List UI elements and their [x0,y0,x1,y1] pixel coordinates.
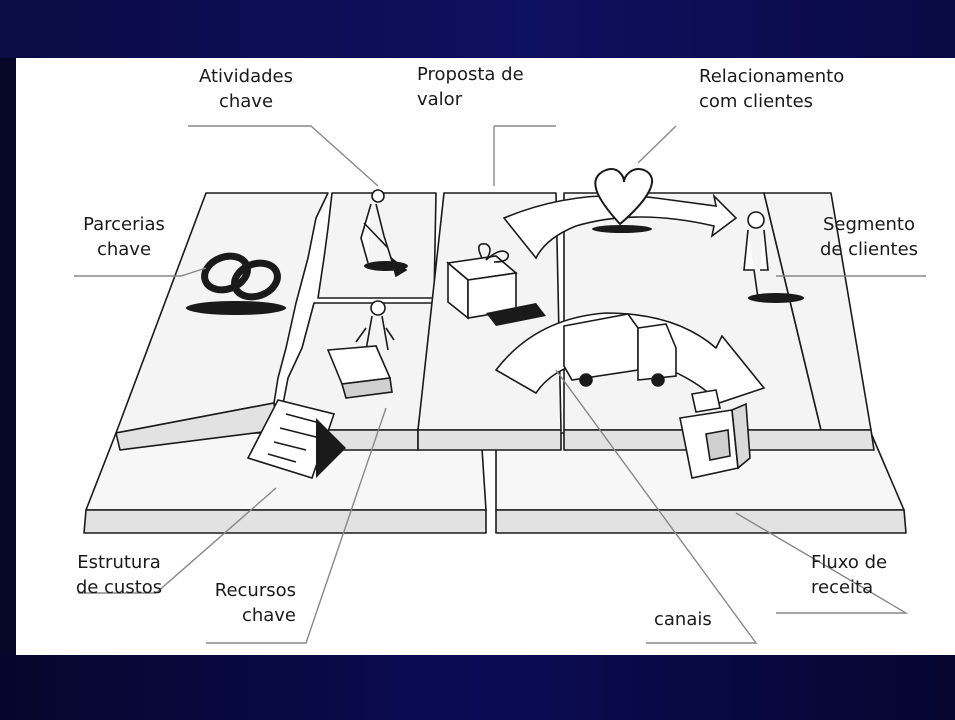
label-fluxo-de-receita: Fluxo de receita [811,550,887,600]
label-proposta-de-valor: Proposta de valor [417,62,524,112]
label-canais: canais [654,607,712,632]
business-model-canvas-illustration: Atividades chave Proposta de valor Relac… [16,58,955,655]
label-proposta-line1: Proposta de [417,64,524,85]
gift-icon [446,242,518,320]
label-parcerias-chave: Parcerias chave [54,212,194,262]
label-segmento-line1: Segmento [822,214,915,235]
slide-left-strip [0,58,16,655]
label-parcerias-line2: chave [96,239,152,260]
slide-header-band [0,0,955,58]
rings-icon [201,252,281,301]
label-atividades-line2: chave [218,91,274,112]
label-relacionamento-com-clientes: Relacionamento com clientes [699,64,844,114]
label-segmento-line2: de clientes [819,239,919,260]
label-atividades-line1: Atividades [198,66,294,87]
cash-register-icon [679,389,751,479]
label-proposta-line2: valor [417,89,463,110]
document-icon [246,399,336,479]
label-canais-text: canais [654,609,712,630]
label-segmento-de-clientes: Segmento de clientes [794,212,944,262]
label-recursos-line1: Recursos [214,580,296,601]
label-recursos-line2: chave [241,605,296,626]
label-relacionamento-line1: Relacionamento [699,66,845,87]
canvas-drawing [74,125,926,644]
heart-icon [594,168,654,226]
label-recursos-chave: Recursos chave [196,578,296,628]
label-parcerias-line1: Parcerias [83,214,165,235]
label-estrutura-de-custos: Estrutura de custos [54,550,184,600]
truck-icon [563,313,677,387]
relationship-arrow [502,193,738,260]
label-fluxo-line2: receita [811,577,874,598]
label-fluxo-line1: Fluxo de [811,552,888,573]
customer-person-icon [743,211,769,299]
label-relacionamento-line2: com clientes [699,91,814,112]
worker-machine-icon [326,300,395,399]
label-estrutura-line2: de custos [75,577,163,598]
block-atividades [317,192,437,299]
label-atividades-chave: Atividades chave [171,64,321,114]
slide-footer-band [0,655,955,720]
label-estrutura-line1: Estrutura [77,552,161,573]
leader-lines [74,125,926,644]
